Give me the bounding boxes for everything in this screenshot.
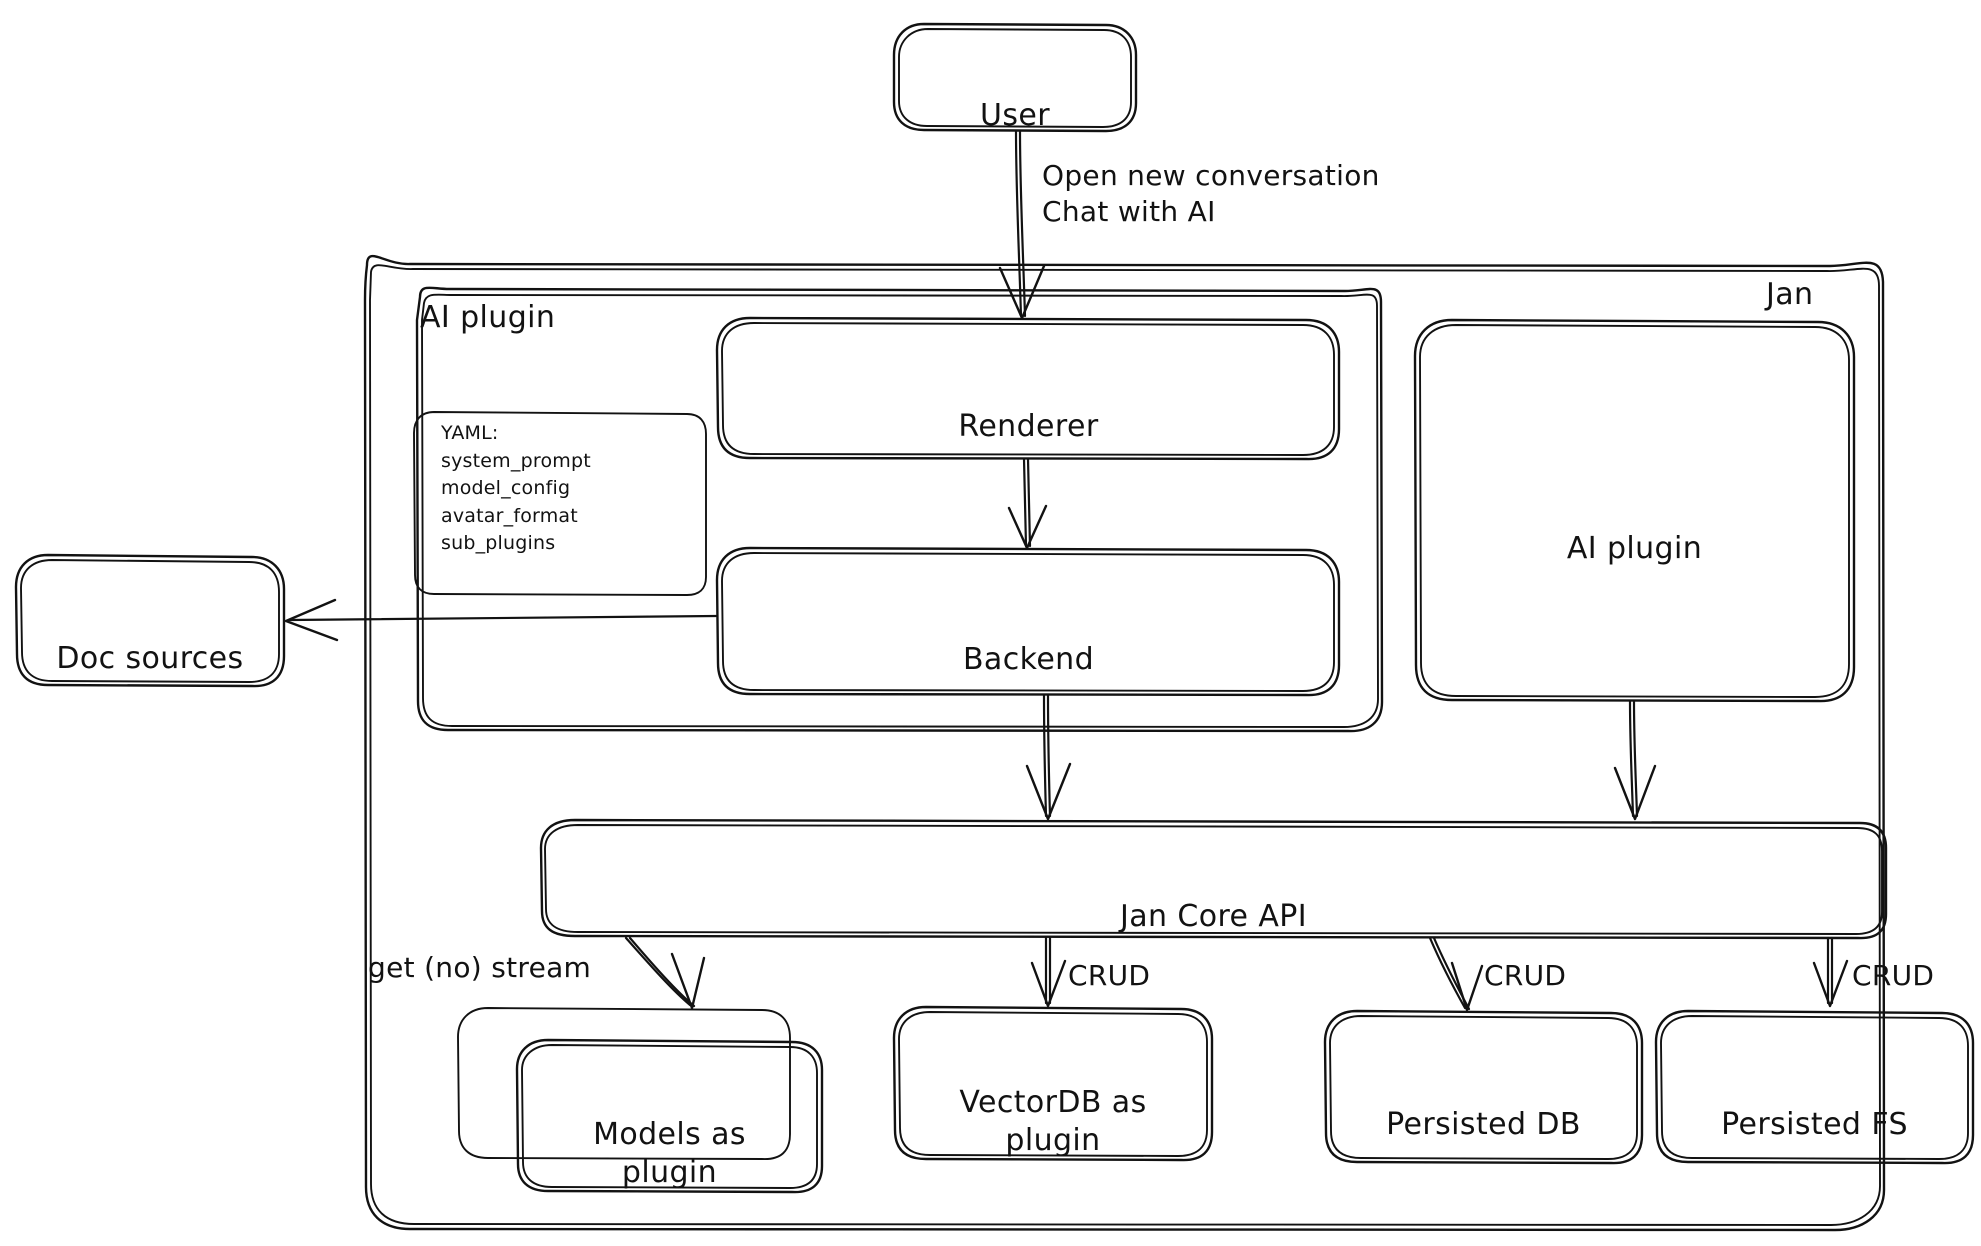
node-vectordb-as-plugin-shape	[892, 1005, 1214, 1162]
node-renderer-shape	[715, 316, 1341, 461]
edge-core-to-persisted-fs	[1812, 936, 1849, 1008]
edge-core-to-models	[624, 936, 706, 1010]
edge-renderer-to-backend	[1007, 457, 1048, 550]
yaml-note-text: YAML: system_prompt model_config avatar_…	[441, 422, 591, 555]
edge-backend-to-doc-sources	[284, 598, 718, 642]
edge-label-user-to-renderer: Open new conversation Chat with AI	[1042, 159, 1380, 229]
container-label-jan: Jan	[1766, 277, 1814, 312]
node-models-as-plugin-shape	[457, 1007, 824, 1194]
node-user-shape	[892, 22, 1138, 133]
container-label-ai-plugin-group: AI plugin	[420, 300, 556, 335]
container-ai-plugin-group-shape	[415, 286, 1384, 733]
node-backend-shape	[715, 546, 1341, 697]
edge-core-to-persisted-db	[1428, 936, 1484, 1012]
node-doc-sources-shape	[14, 553, 286, 688]
edge-ai-plugin-to-core	[1613, 699, 1657, 821]
edge-label-core-to-models: get (no) stream	[368, 951, 592, 984]
edge-label-core-to-persisted-db: CRUD	[1484, 959, 1567, 992]
container-jan-shape	[363, 254, 1886, 1232]
edge-label-core-to-vectordb: CRUD	[1068, 959, 1151, 992]
node-persisted-fs-shape	[1654, 1009, 1975, 1165]
edge-core-to-vectordb	[1030, 936, 1067, 1008]
node-ai-plugin-shape	[1413, 318, 1856, 703]
yaml-note-shape	[413, 411, 707, 596]
edge-backend-to-core	[1025, 693, 1072, 821]
edge-label-core-to-persisted-fs: CRUD	[1852, 959, 1935, 992]
node-jan-core-api-shape	[539, 818, 1888, 940]
node-persisted-db-shape	[1323, 1009, 1644, 1165]
edge-user-to-renderer	[998, 129, 1046, 320]
